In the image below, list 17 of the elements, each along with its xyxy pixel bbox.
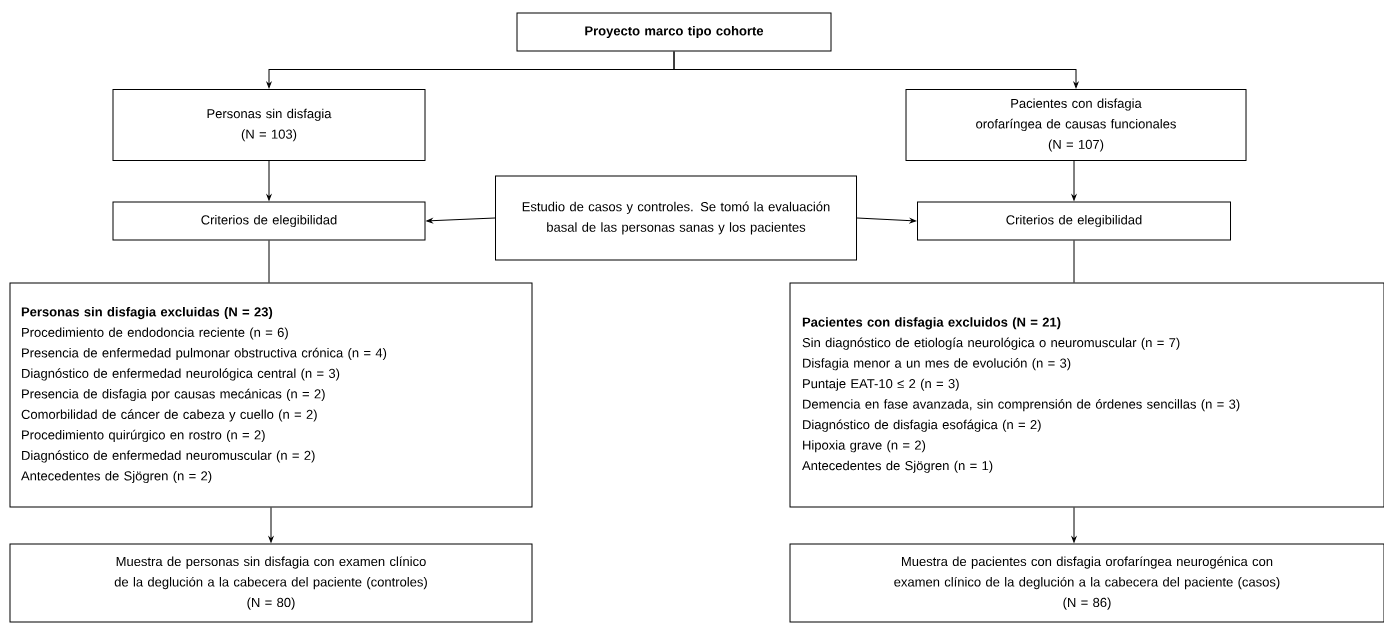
arrow xyxy=(673,51,1079,89)
result-box: Muestra de personas sin disfagia con examen clínico de la deglución a la cabecera del paciente (controles) (N = 80) xyxy=(9,543,533,623)
process-box: Criterios de elegibilidad xyxy=(112,201,426,241)
arrow xyxy=(266,160,272,201)
note-box: Estudio de casos y controles. Se tomó la evaluación basal de las personas sanas y los pacientes xyxy=(495,175,857,261)
arrow xyxy=(1071,160,1077,201)
arrow xyxy=(856,217,917,224)
process-box: Criterios de elegibilidad xyxy=(917,201,1231,241)
process-box: Pacientes con disfagia orofaríngea de causas funcionales (N = 107) xyxy=(905,89,1247,161)
arrow xyxy=(1071,507,1077,543)
result-box: Muestra de pacientes con disfagia orofaríngea neurogénica con examen clínico de la deglución a la cabecera del paciente (casos) (N = 86) xyxy=(789,543,1384,623)
title-box: Proyecto marco tipo cohorte xyxy=(516,12,832,52)
arrow xyxy=(426,217,496,224)
arrow xyxy=(268,507,274,543)
process-box: Personas sin disfagia (N = 103) xyxy=(112,89,426,161)
exclusion-box: Pacientes con disfagia excluidos (N = 21) Sin diagnóstico de etiología neurológica o neuromuscular (n = 7) Disfagia menor a un mes de evolución (n = 3) Puntaje EAT-10 ≤ 2 (n = 3) Demencia en fase avanzada, sin comprensión de órdenes sencillas (n = 3) Diagnóstico de disfagia esofágica (n = 2) Hipoxia grave (n = 2) Antecedentes de Sjögren (n = 1) xyxy=(789,282,1384,508)
exclusion-box: Personas sin disfagia excluidas (N = 23) Procedimiento de endodoncia reciente (n = 6) Presencia de enfermedad pulmonar obstructiva crónica (n = 4) Diagnóstico de enfermedad neurológica central (n = 3) Presencia de disfagia por causas mecánicas (n = 2) Comorbilidad de cáncer de cabeza y cuello (n = 2) Procedimiento quirúrgico en rostro (n = 2) Diagnóstico de enfermedad neuromuscular (n = 2) Antecedentes de Sjögren (n = 2) xyxy=(9,282,533,508)
